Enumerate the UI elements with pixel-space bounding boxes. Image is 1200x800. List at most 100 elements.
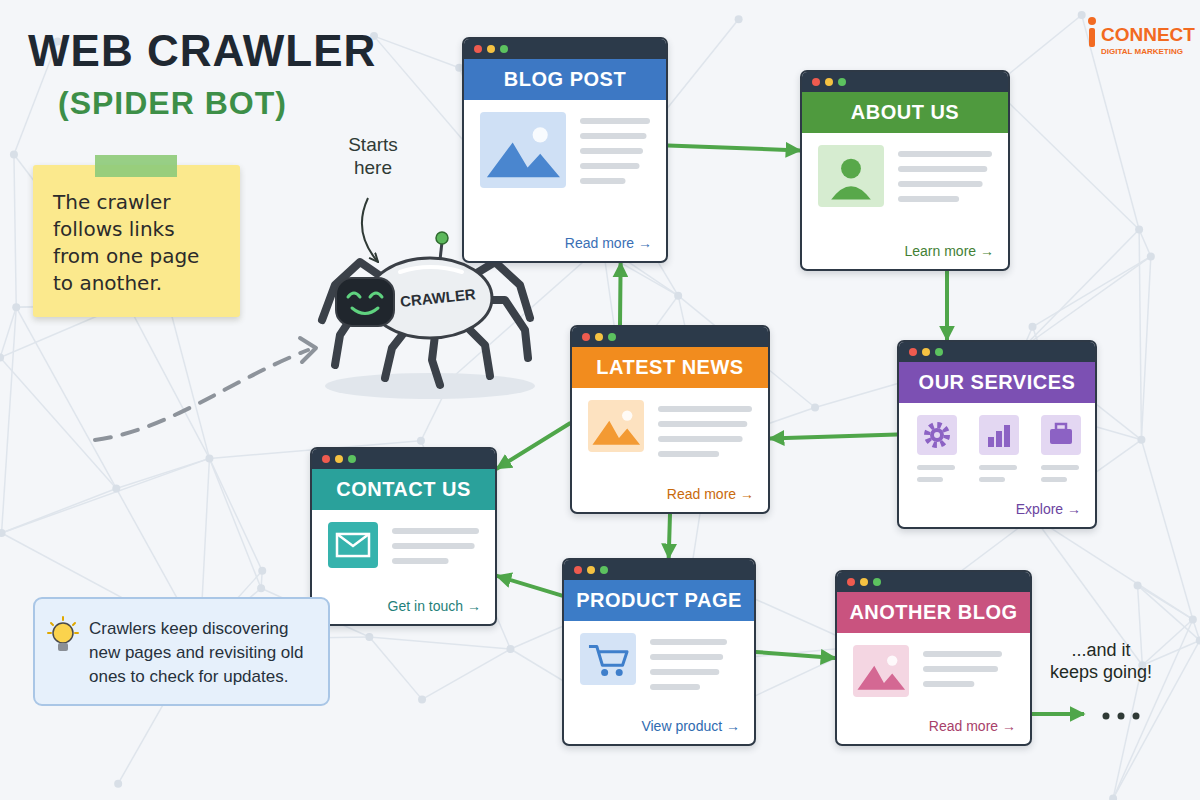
- art-circle: [1118, 713, 1125, 720]
- window-dot: [587, 566, 595, 574]
- link-arrow: [497, 576, 562, 596]
- text-line: [650, 654, 723, 660]
- text-line: [898, 181, 983, 187]
- window-bar: [464, 39, 666, 59]
- text-line: [979, 477, 1005, 482]
- window-dot: [825, 78, 833, 86]
- art-path: [352, 308, 378, 314]
- start-note: Starts here: [336, 134, 410, 180]
- sticky-tape: [95, 155, 177, 177]
- art-g: [917, 415, 1081, 482]
- window-bar: [899, 342, 1095, 362]
- network-dot: [1109, 794, 1117, 800]
- page-title: ANOTHER BLOG: [849, 601, 1017, 623]
- ellipsis-dots: [1103, 713, 1140, 720]
- page-content: [464, 100, 666, 235]
- window-bar: [564, 560, 754, 580]
- image-sun: [887, 655, 897, 665]
- trail-chevron: [300, 338, 316, 362]
- art-g: [588, 400, 752, 457]
- network-line: [14, 154, 16, 307]
- text-line: [650, 684, 700, 690]
- chart-bar: [1004, 425, 1010, 447]
- page-title: LATEST NEWS: [596, 356, 743, 378]
- art-ellipse: [325, 373, 535, 399]
- text-line: [898, 166, 987, 172]
- art-circle: [436, 232, 448, 244]
- logo-text: CONNECT: [1101, 24, 1195, 47]
- network-line: [422, 649, 510, 699]
- image-sun: [533, 127, 548, 142]
- window-dot: [348, 455, 356, 463]
- network-dot: [417, 437, 425, 445]
- art-path: [400, 267, 462, 272]
- crawl-trail: [95, 350, 308, 440]
- window-dot: [474, 45, 482, 53]
- cart-wheel: [616, 669, 623, 676]
- service-icon-frame: [917, 415, 957, 455]
- link-arrow: [945, 271, 949, 340]
- note-text: The crawler follows links from one page …: [53, 189, 224, 297]
- network-dot: [1135, 226, 1143, 234]
- network-line: [1033, 256, 1151, 326]
- avatar-frame: [818, 145, 884, 207]
- network-dot: [674, 292, 682, 300]
- cart-frame: [580, 633, 636, 685]
- logo-tagline: DIGITAL MARKETING: [1101, 47, 1183, 57]
- text-line: [979, 465, 1017, 470]
- art-circle: [1088, 17, 1096, 25]
- network-line: [1024, 230, 1139, 347]
- network-dot: [1078, 11, 1086, 19]
- network-dot: [365, 633, 373, 641]
- subtitle: (SPIDER BOT): [58, 84, 287, 122]
- gear-icon: [927, 425, 947, 445]
- network-line: [1024, 256, 1151, 347]
- page-content: [802, 133, 1008, 243]
- network-line: [1113, 665, 1142, 798]
- chart-bar: [996, 431, 1002, 447]
- network-dot: [1147, 252, 1155, 260]
- text-line: [923, 666, 998, 672]
- window-dot: [322, 455, 330, 463]
- web-page-window: OUR SERVICESExplore →: [897, 340, 1097, 529]
- network-dot: [735, 15, 743, 23]
- art-rect: [1089, 28, 1095, 47]
- window-bar: [837, 572, 1030, 592]
- web-page-window: ANOTHER BLOGRead more →: [835, 570, 1032, 746]
- text-line: [923, 681, 974, 687]
- network-dot: [506, 645, 514, 653]
- link-arrow: [756, 652, 835, 658]
- network-dot: [10, 150, 18, 158]
- avatar-head: [841, 159, 861, 179]
- network-line: [1141, 256, 1150, 439]
- window-bar: [802, 72, 1008, 92]
- network-line: [1141, 440, 1192, 620]
- page-link: Read more →: [464, 235, 666, 261]
- network-dot: [12, 303, 20, 311]
- text-line: [580, 118, 650, 124]
- bulb-base: [58, 643, 68, 651]
- diagram-title: WEB CRAWLER: [28, 26, 376, 76]
- link-arrow: [497, 423, 570, 468]
- window-dot: [935, 348, 943, 356]
- network-dot: [811, 403, 819, 411]
- page-content: [837, 633, 1018, 718]
- art-g: [853, 645, 1002, 697]
- network-dot: [1134, 581, 1142, 589]
- link-arrow: [668, 145, 800, 150]
- text-line: [923, 651, 1002, 657]
- page-title: CONTACT US: [336, 478, 471, 500]
- window-bar: [312, 449, 495, 469]
- image-mountains: [857, 666, 905, 690]
- network-dot: [205, 454, 213, 462]
- mail-frame: [328, 522, 378, 568]
- network-line: [1142, 619, 1193, 665]
- text-line: [1041, 465, 1079, 470]
- envelope: [337, 534, 369, 556]
- network-line: [369, 637, 510, 649]
- page-content: [312, 510, 495, 598]
- window-bar: [572, 327, 768, 347]
- gear-hub: [930, 428, 944, 442]
- tip-text: Crawlers keep discovering new pages and …: [89, 617, 314, 688]
- text-line: [580, 148, 643, 154]
